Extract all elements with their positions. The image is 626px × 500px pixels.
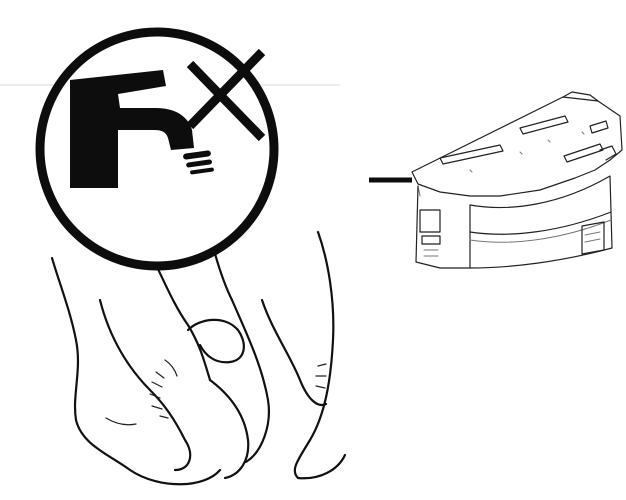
robot-vacuum-base-icon	[412, 92, 622, 268]
faucet-prohibited-icon	[40, 32, 274, 266]
hands-icon	[52, 232, 345, 484]
